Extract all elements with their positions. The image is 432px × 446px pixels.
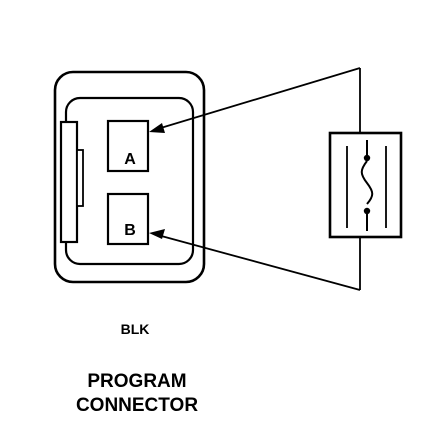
terminal-a-cavity: [106, 119, 150, 173]
arrow-to-terminal-a: [149, 123, 165, 133]
wire-color-label: BLK: [121, 321, 150, 337]
fuse-housing: [328, 131, 403, 239]
terminal-b-label: B: [124, 222, 136, 239]
fuse-icon: [360, 140, 374, 231]
connector-outer-housing: [53, 70, 206, 284]
diagram-title-line-1: PROGRAM: [87, 371, 186, 392]
terminal-b: B: [106, 192, 150, 246]
terminal-a-label: A: [124, 151, 136, 168]
terminal-a: A: [106, 119, 150, 173]
connector-locking-tab: [59, 120, 84, 244]
diagram-title-line-2: CONNECTOR: [76, 395, 198, 416]
terminal-b-cavity: [106, 192, 150, 246]
callout-leader-a: [153, 67, 361, 131]
arrow-to-terminal-b: [149, 229, 165, 239]
callout-lines: [153, 67, 361, 291]
callout-leader-b: [153, 233, 361, 291]
